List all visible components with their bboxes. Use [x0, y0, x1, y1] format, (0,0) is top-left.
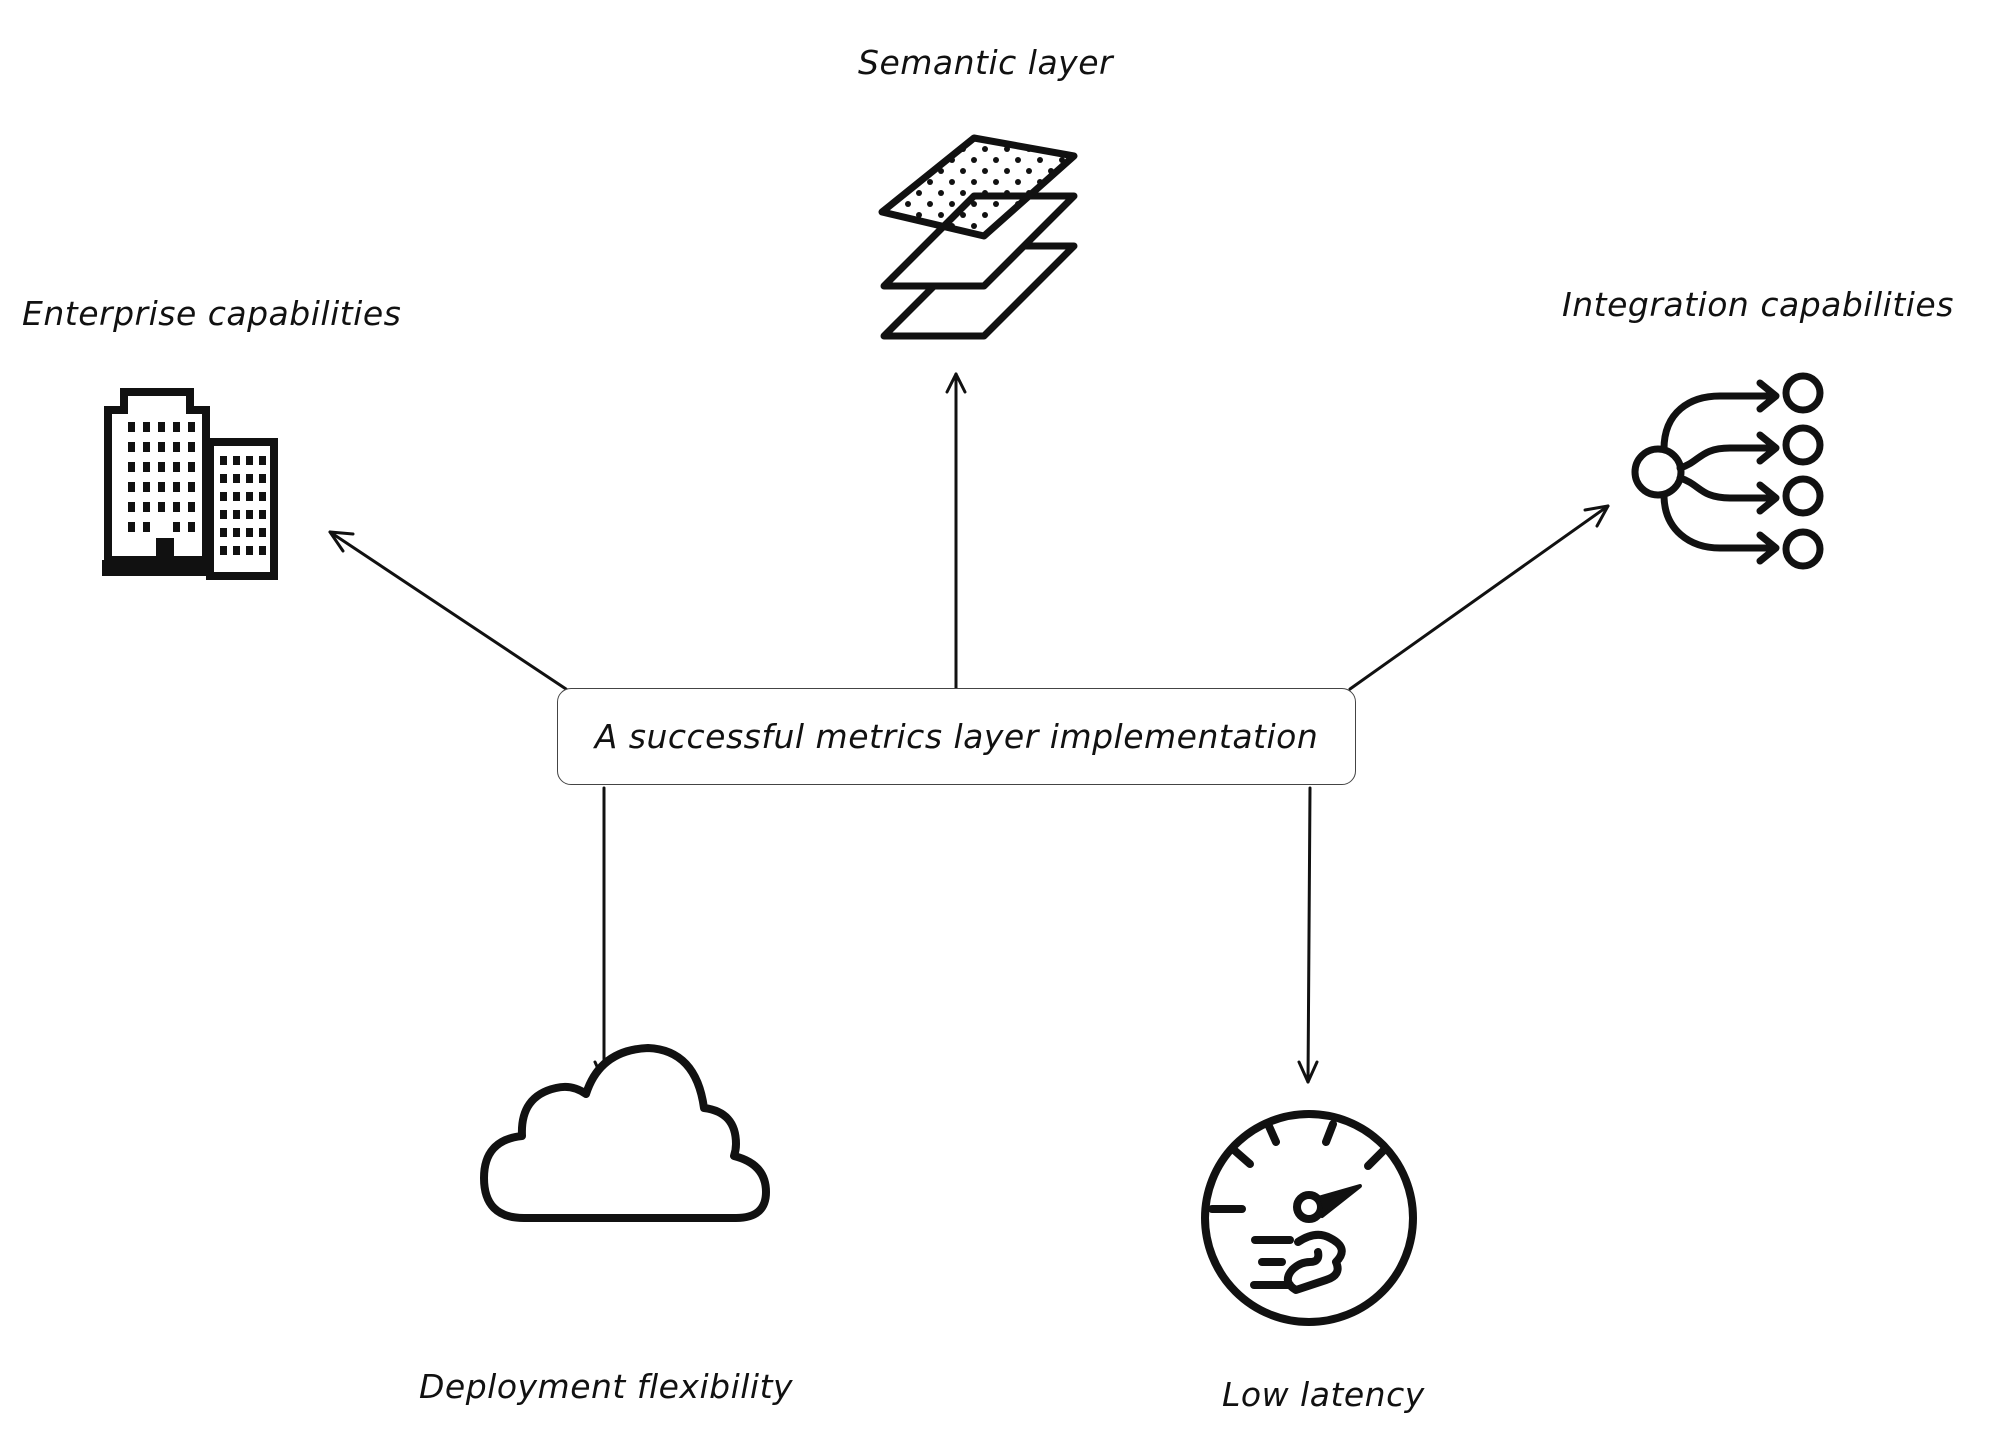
- arrow-to-enterprise-capabilities: [328, 530, 568, 691]
- speedometer-icon: [1201, 1110, 1417, 1326]
- layers-icon: [878, 134, 1078, 340]
- arrow-to-integration-capabilities: [1348, 504, 1610, 691]
- central-node-label: A successful metrics layer implementatio…: [594, 717, 1319, 756]
- arrow-to-low-latency: [1297, 786, 1319, 1084]
- deployment-flexibility-label: Deployment flexibility: [419, 1367, 794, 1406]
- arrow-to-semantic-layer: [945, 372, 967, 690]
- enterprise-capabilities-label: Enterprise capabilities: [22, 294, 402, 333]
- central-node: A successful metrics layer implementatio…: [557, 688, 1356, 785]
- office-building-icon: [102, 388, 278, 580]
- integration-capabilities-label: Integration capabilities: [1562, 285, 1954, 324]
- arrow-to-deployment-flexibility: [593, 786, 615, 1084]
- cloud-icon: [480, 1044, 770, 1222]
- low-latency-label: Low latency: [1222, 1375, 1425, 1414]
- integration-branch-icon: [1631, 372, 1824, 570]
- semantic-layer-label: Semantic layer: [858, 43, 1114, 82]
